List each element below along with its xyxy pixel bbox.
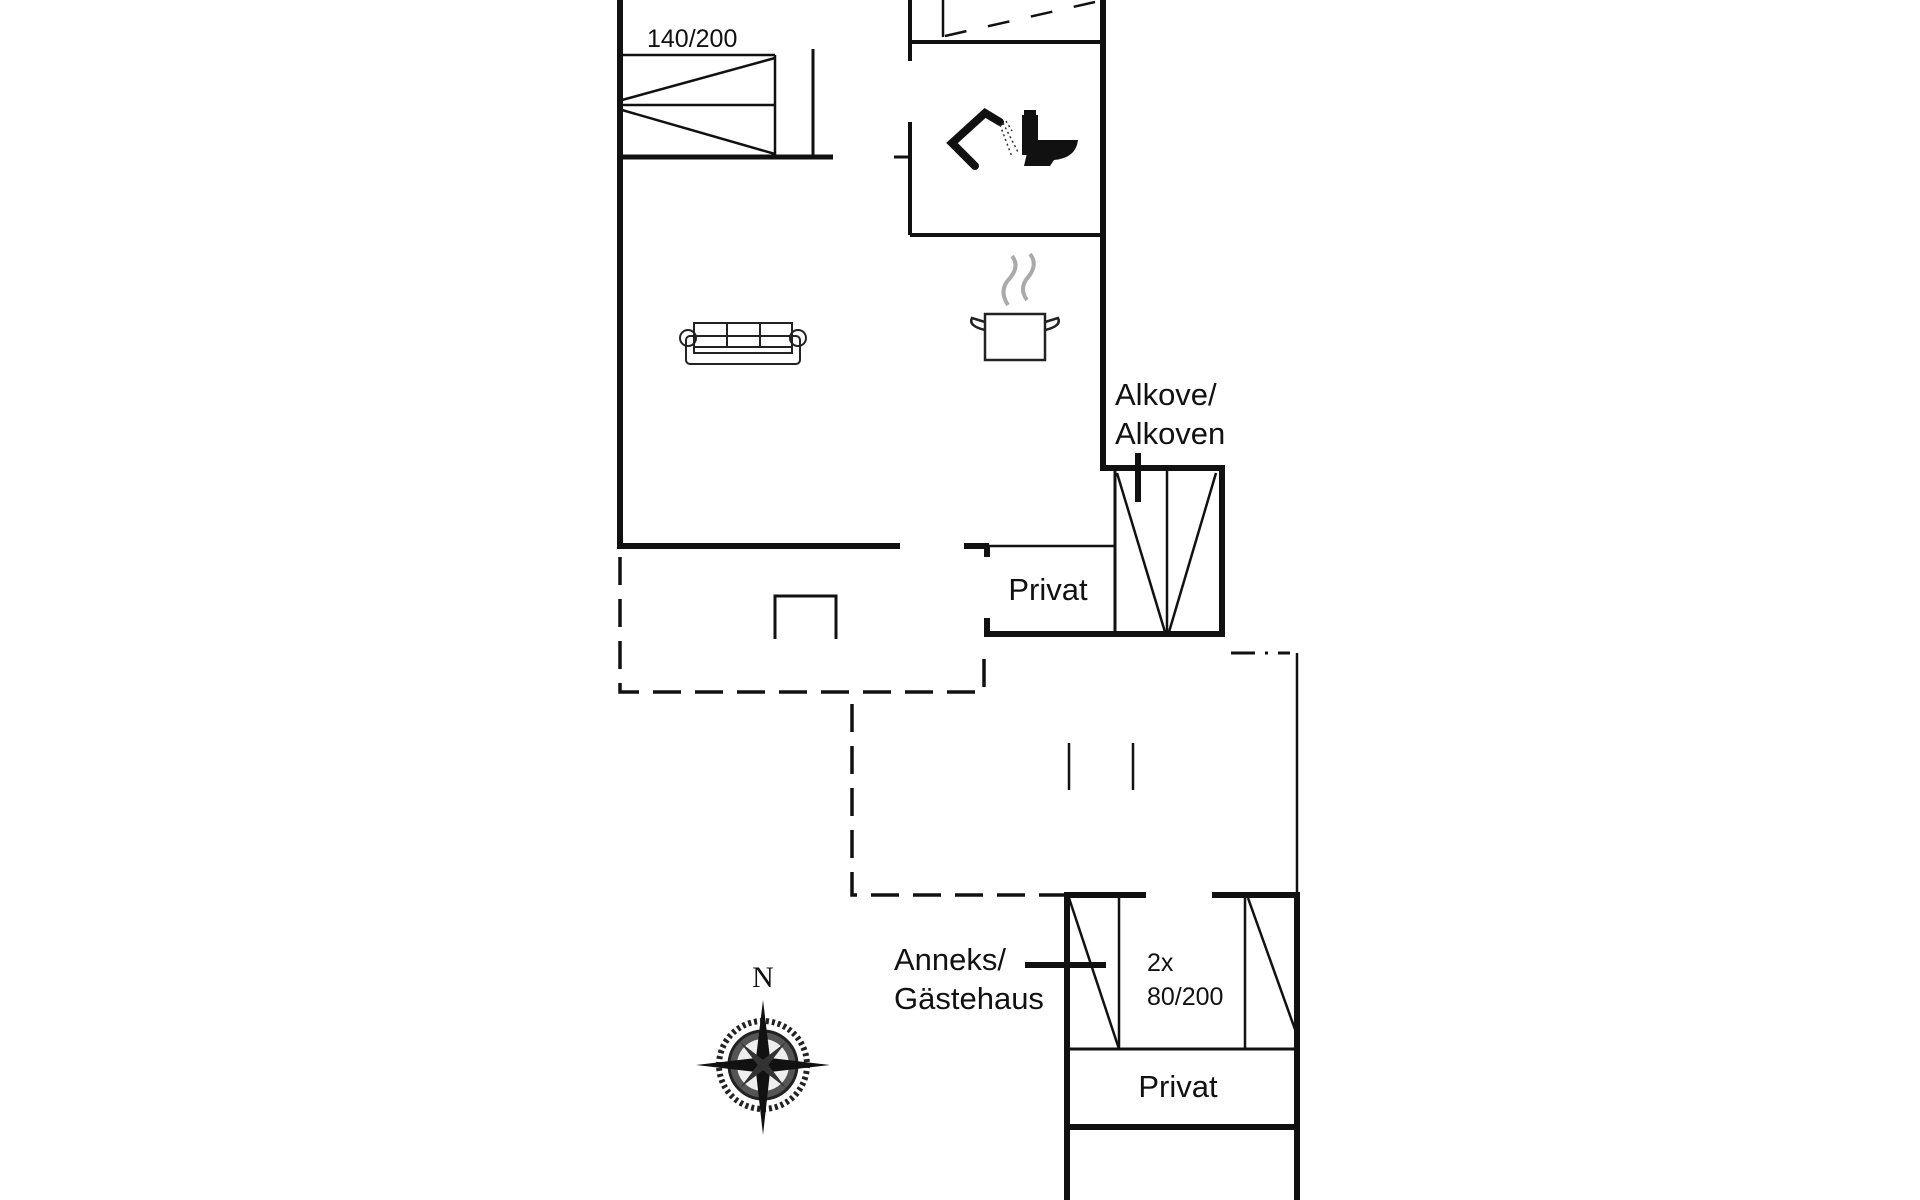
annex-beds xyxy=(1067,897,1299,1050)
annex-label-2: Gästehaus xyxy=(894,981,1044,1016)
fireplace xyxy=(773,594,838,639)
annex-beds-size: 80/200 xyxy=(1147,983,1223,1011)
alcove-label-1: Alkove/ xyxy=(1115,377,1217,412)
double-bed xyxy=(621,49,815,157)
terrace-posts xyxy=(1067,743,1135,790)
annex-label-1: Anneks/ xyxy=(894,942,1006,977)
annex-walls xyxy=(1025,892,1300,1200)
compass-rose-icon xyxy=(696,1000,830,1135)
private-room-label-1: Privat xyxy=(1008,572,1088,607)
compass-north-label: N xyxy=(752,961,774,994)
alcove-bed xyxy=(1113,453,1218,634)
main-house-walls xyxy=(617,0,1225,637)
toilet-icon xyxy=(1022,110,1078,166)
top-room-fixture xyxy=(941,0,1096,38)
sofa-icon xyxy=(679,322,807,365)
shower-icon xyxy=(946,108,1019,170)
private-room-label-2: Privat xyxy=(1138,1069,1218,1104)
alcove-label-2: Alkoven xyxy=(1115,416,1225,451)
terrace-outline xyxy=(618,557,1065,897)
bed-size-label: 140/200 xyxy=(647,25,737,53)
cooking-pot-icon xyxy=(970,252,1060,362)
annex-beds-count: 2x xyxy=(1147,949,1174,977)
